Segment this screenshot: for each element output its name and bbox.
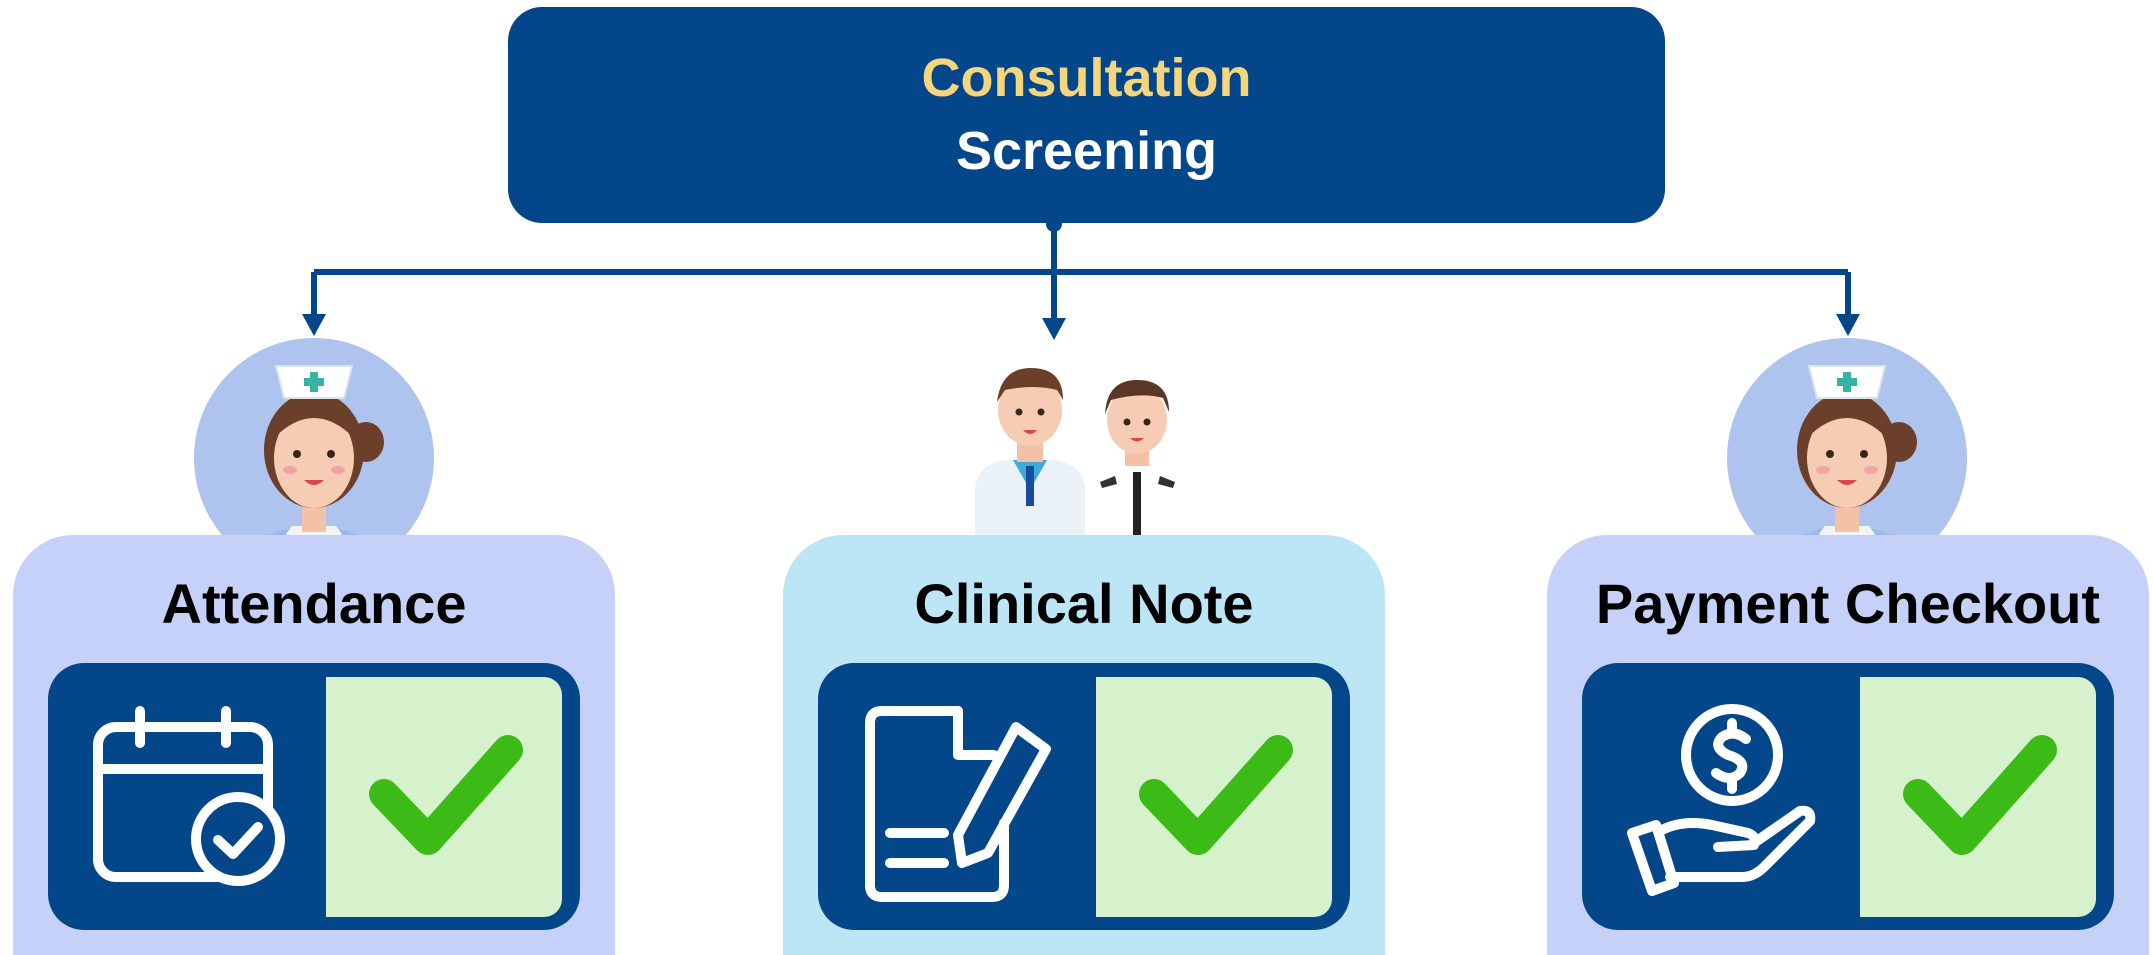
step-title: Clinical Note	[914, 572, 1254, 635]
header-box: Consultation Screening	[508, 7, 1665, 223]
step-title: Payment Checkout	[1595, 572, 2101, 635]
step-panel	[1582, 663, 2114, 930]
calendar-check-icon	[93, 706, 285, 886]
check-icon	[1139, 735, 1293, 855]
doctors-illustration	[975, 368, 1180, 540]
header-subtitle: Screening	[955, 121, 1218, 181]
status-panel	[326, 677, 562, 917]
arrow-left	[302, 314, 326, 336]
step-panel	[818, 663, 1350, 930]
step-card-payment-checkout: Payment Checkout	[1547, 535, 2149, 955]
hand-dollar-icon	[1627, 704, 1816, 896]
check-icon	[1903, 735, 2057, 855]
arrow-center	[1042, 318, 1066, 340]
step-title: Attendance	[161, 572, 467, 635]
header-title: Consultation	[921, 48, 1252, 109]
status-panel	[1096, 677, 1332, 917]
step-card-clinical-note: Clinical Note	[783, 535, 1385, 955]
check-icon	[369, 735, 523, 855]
step-card-attendance: Attendance	[13, 535, 615, 955]
status-panel	[1860, 677, 2096, 917]
arrow-right	[1836, 314, 1860, 336]
document-edit-icon	[865, 706, 1051, 902]
step-panel	[48, 663, 580, 930]
